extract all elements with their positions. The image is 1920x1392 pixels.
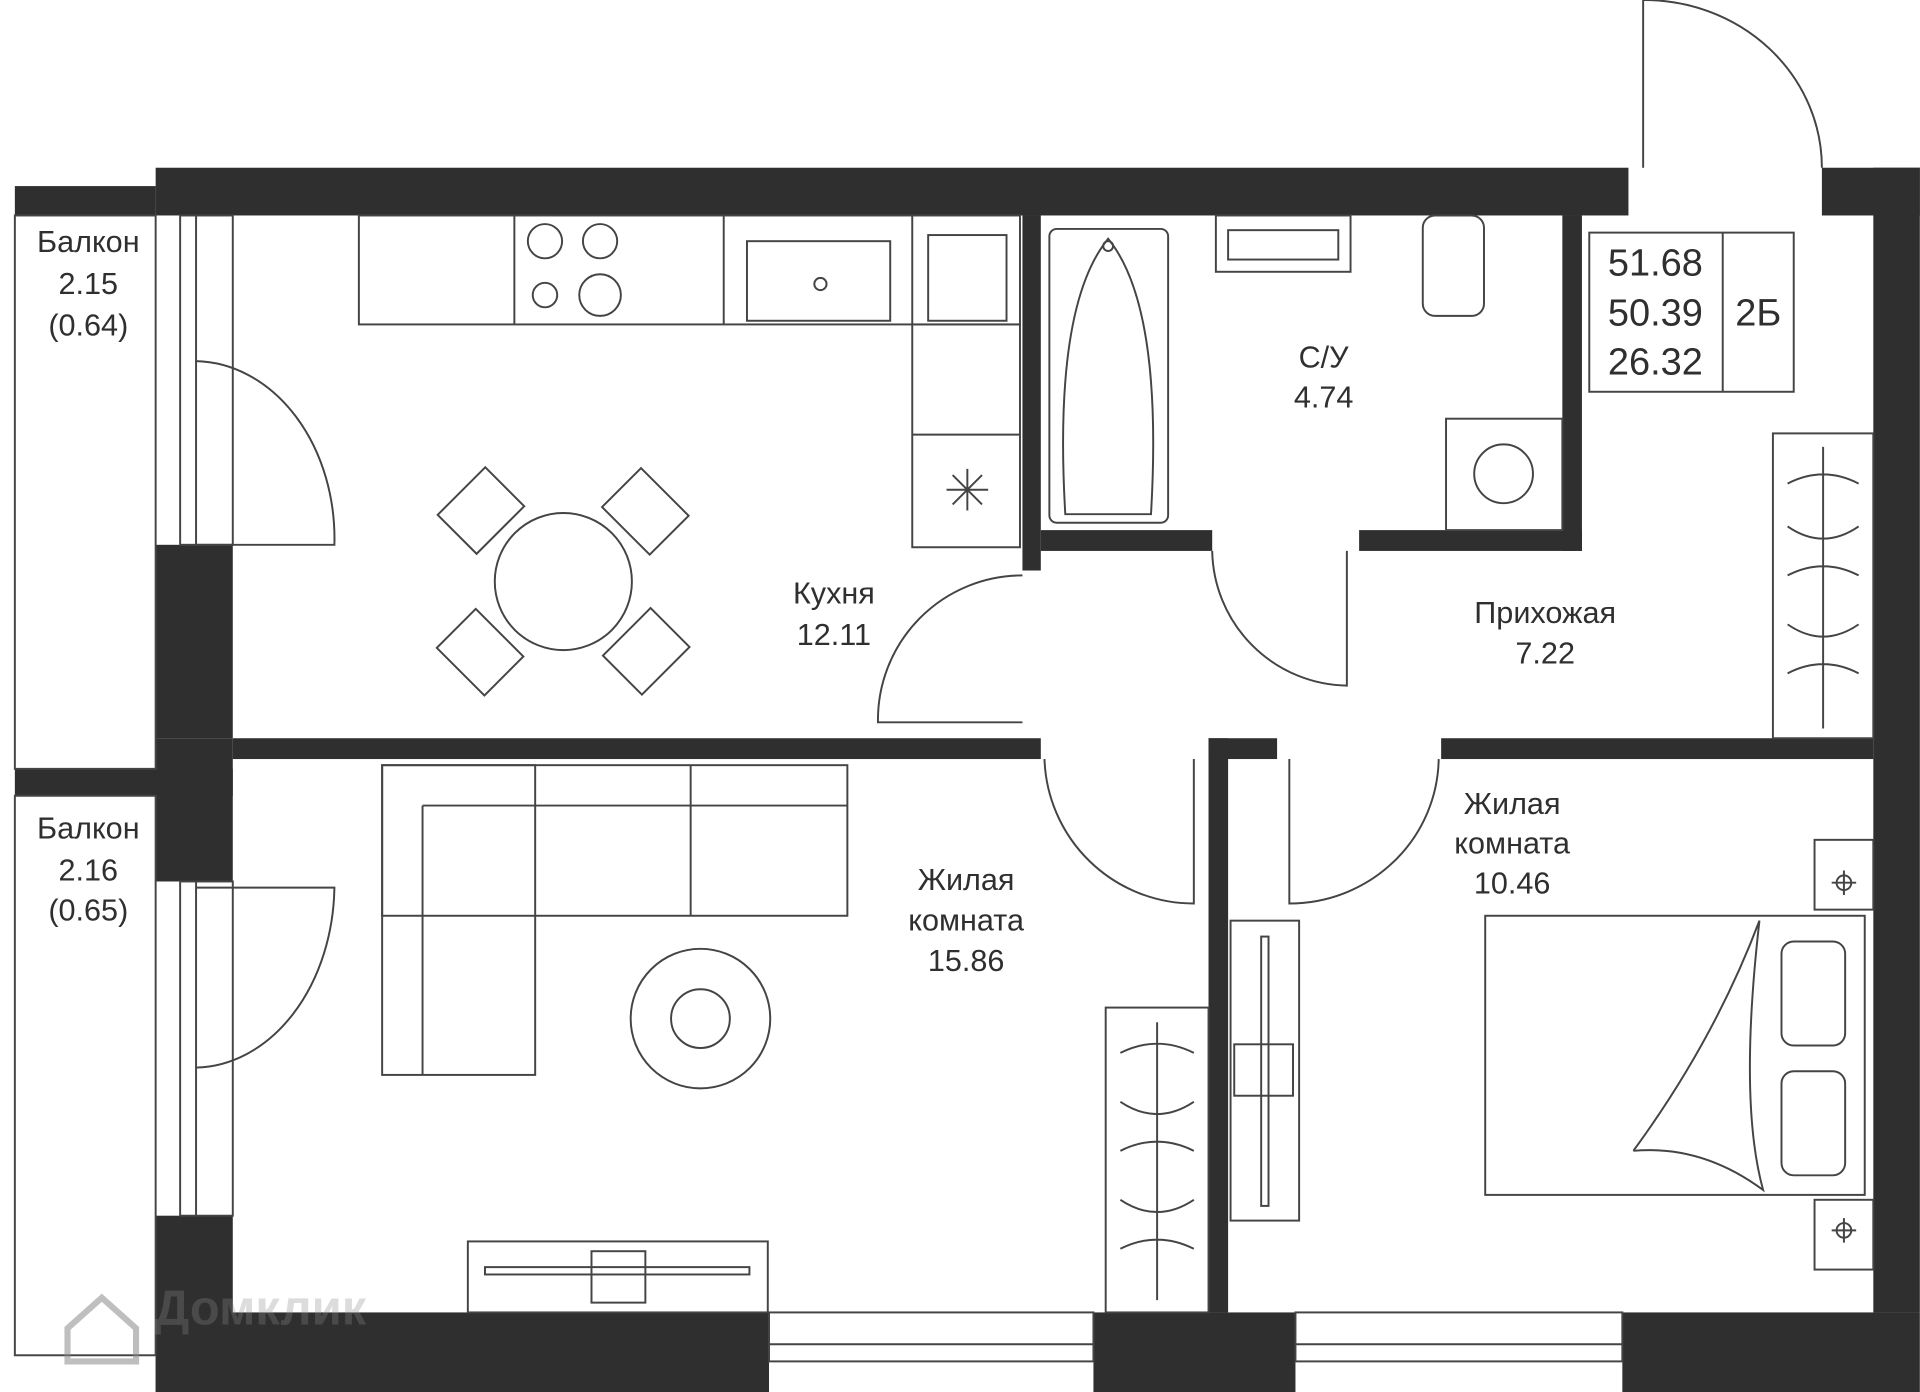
- bathroom-fixtures: [1048, 214, 1564, 532]
- room-labels: Балкон 2.15 (0.64) Балкон 2.16 (0.65) Ку…: [37, 225, 1616, 978]
- apartment-type: 2Б: [1735, 293, 1781, 335]
- living1-name: Жилая: [918, 863, 1015, 897]
- windows-and-balconies: [13, 214, 1624, 1363]
- balcony2-name: Балкон: [37, 812, 140, 846]
- doors: [196, 0, 1823, 1069]
- area-without-balcony: 50.39: [1608, 293, 1703, 335]
- kitchen-name: Кухня: [793, 577, 875, 611]
- living2-name2: комната: [1454, 826, 1571, 860]
- bathroom-name: С/У: [1299, 340, 1350, 374]
- balcony2-reduced: (0.65): [48, 894, 128, 928]
- kitchen-area: 12.11: [797, 618, 871, 652]
- balcony2-area: 2.16: [59, 853, 119, 887]
- wardrobes: [1104, 432, 1875, 1314]
- hallway-name: Прихожая: [1474, 596, 1616, 630]
- total-area: 51.68: [1608, 242, 1703, 284]
- living1-area: 15.86: [928, 944, 1005, 978]
- info-box: 51.68 50.39 26.32 2Б: [1588, 231, 1795, 393]
- balcony1-area: 2.15: [59, 267, 119, 301]
- watermark-text: Домклик: [154, 1282, 366, 1336]
- balcony1-reduced: (0.64): [48, 308, 128, 342]
- living2-area: 10.46: [1474, 867, 1551, 901]
- bathroom-area: 4.74: [1294, 381, 1354, 415]
- watermark: Домклик: [64, 1282, 367, 1365]
- house-logo-icon: [64, 1293, 140, 1365]
- hallway-area: 7.22: [1515, 637, 1575, 671]
- balcony1-name: Балкон: [37, 225, 140, 259]
- living-area: 26.32: [1608, 342, 1703, 384]
- kitchen-furniture: [357, 214, 1021, 697]
- living2-name: Жилая: [1464, 787, 1561, 821]
- walls: [14, 167, 1920, 1392]
- living-furniture: [381, 764, 1875, 1314]
- living1-name2: комната: [908, 903, 1025, 937]
